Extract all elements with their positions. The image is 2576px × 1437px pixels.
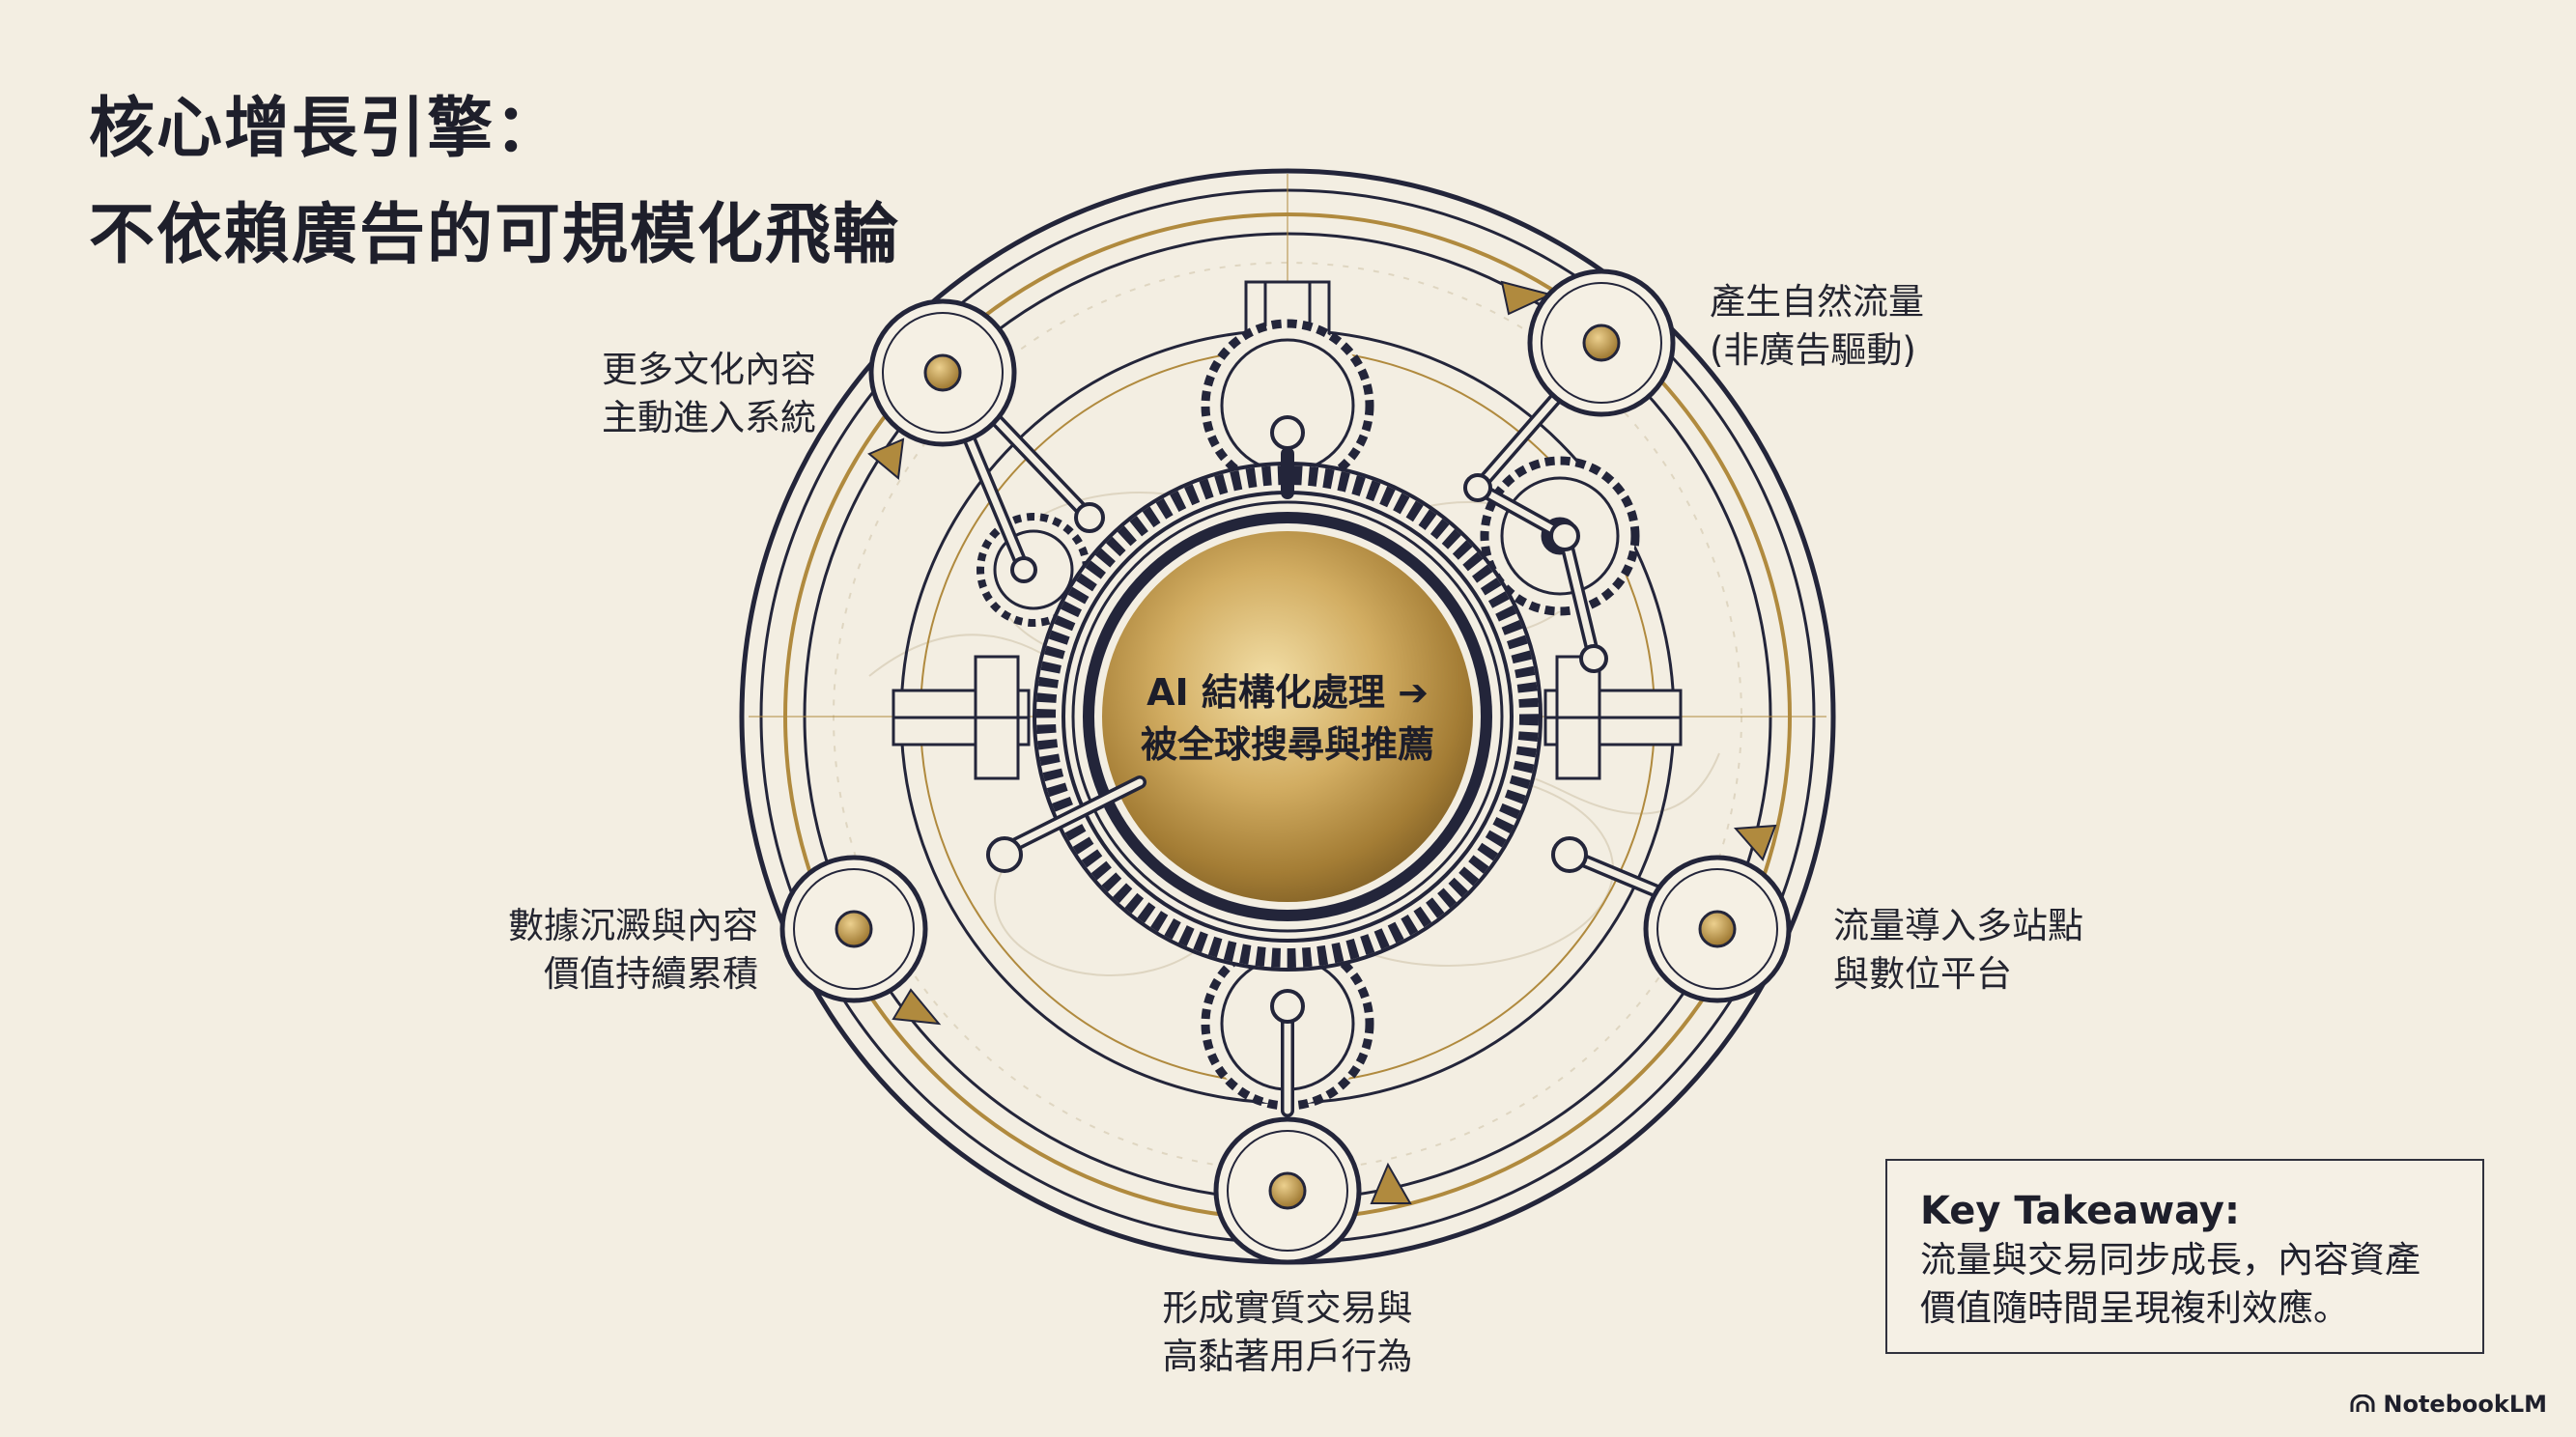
page-title: 核心增長引擎： 不依賴廣告的可規模化飛輪: [89, 75, 900, 288]
label-left: 數據沉澱與內容 價值持續累積: [425, 902, 758, 999]
label-left-line-1: 數據沉澱與內容: [508, 905, 758, 946]
flow-arrow-right: [1733, 824, 1777, 861]
notebooklm-logo-icon: [2350, 1395, 2375, 1412]
label-right: 流量導入多站點 與數位平台: [1833, 902, 2083, 999]
center-label: AI 結構化處理 ➔ 被全球搜尋與推薦: [1094, 666, 1481, 771]
label-top-left-line-2: 主動進入系統: [602, 397, 816, 438]
title-line-2: 不依賴廣告的可規模化飛輪: [89, 196, 901, 273]
node-top-left: [868, 298, 1017, 447]
title-line-1: 核心增長引擎：: [89, 90, 563, 167]
label-bottom: 形成實質交易與 高黏著用戶行為: [1094, 1284, 1481, 1381]
flow-arrow-top-left: [867, 437, 905, 480]
node-top-right: [1527, 268, 1676, 417]
label-bottom-line-1: 形成實質交易與: [1162, 1287, 1413, 1329]
key-takeaway-line-2: 價值隨時間呈現複利效應。: [1920, 1287, 2349, 1329]
label-bottom-line-2: 高黏著用戶行為: [1162, 1336, 1413, 1377]
label-right-line-1: 流量導入多站點: [1833, 905, 2083, 946]
flow-arrow-bottom: [1370, 1162, 1412, 1204]
label-top-right-line-1: 產生自然流量: [1710, 281, 1924, 323]
label-top-left-line-1: 更多文化內容: [602, 349, 816, 390]
label-left-line-2: 價值持續累積: [544, 953, 758, 995]
pivots: [986, 415, 1608, 1024]
center-medallion: [1083, 512, 1492, 921]
label-top-right-line-2: (非廣告驅動): [1710, 329, 1916, 371]
flywheel-nodes: [779, 268, 1792, 1265]
key-takeaway-heading: Key Takeaway:: [1920, 1189, 2240, 1233]
node-right: [1643, 855, 1792, 1003]
label-top-left: 更多文化內容 主動進入系統: [483, 346, 816, 442]
label-top-right: 產生自然流量 (非廣告驅動): [1710, 278, 1924, 375]
label-right-line-2: 與數位平台: [1833, 953, 2012, 995]
brand-watermark: NotebookLM: [2350, 1391, 2547, 1418]
flow-arrows: [867, 280, 1777, 1204]
node-bottom: [1213, 1116, 1362, 1265]
flow-arrow-left: [892, 988, 942, 1026]
key-takeaway-box: Key Takeaway: 流量與交易同步成長，內容資產 價值隨時間呈現複利效應…: [1885, 1159, 2484, 1354]
brand-name: NotebookLM: [2383, 1391, 2547, 1418]
center-label-line-1: AI 結構化處理 ➔: [1146, 671, 1429, 714]
center-label-line-2: 被全球搜尋與推薦: [1140, 723, 1434, 766]
side-pistons: [892, 655, 1683, 780]
key-takeaway-body: 流量與交易同步成長，內容資產 價值隨時間呈現複利效應。: [1920, 1236, 2482, 1333]
flow-arrow-top-right: [1500, 280, 1553, 316]
node-left: [779, 855, 928, 1003]
key-takeaway-line-1: 流量與交易同步成長，內容資產: [1920, 1239, 2420, 1281]
